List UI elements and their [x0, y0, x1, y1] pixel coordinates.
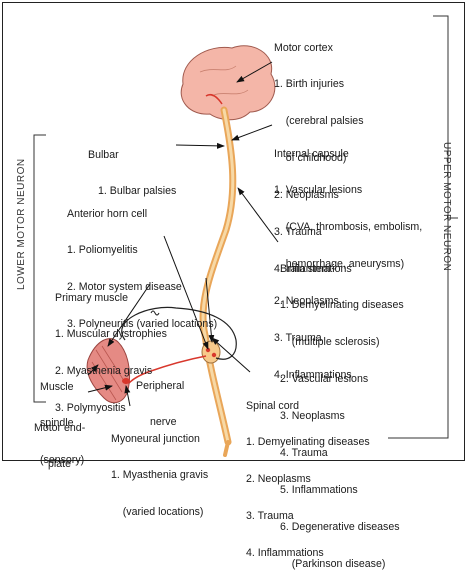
spinal-cord-label: Spinal cord 1. Demyelinating diseases 2.… — [246, 375, 370, 572]
bulbar-title: Bulbar — [88, 149, 176, 161]
spinal-cord-item-1: 1. Demyelinating diseases — [246, 436, 370, 448]
peripheral-nerve-line-1: Peripheral — [136, 380, 184, 392]
primary-muscle-title: Primary muscle — [43, 292, 167, 304]
internal-capsule-item-1: 1. Vascular lesions — [274, 184, 422, 196]
spinal-cord-item-3: 3. Trauma — [246, 510, 370, 522]
spinal-segment — [202, 341, 220, 363]
motor-cortex-item-1: 1. Birth injuries — [274, 78, 364, 90]
motor-cortex-brain — [181, 46, 275, 120]
motor-end-plate-line-2: plate — [34, 458, 85, 470]
brain-stem-item-1: 1. Demyelinating diseases — [280, 299, 404, 311]
brain-stem-title: Brain stem — [280, 263, 404, 275]
myoneural-junction-item-1: 1. Myasthenia gravis — [111, 469, 208, 481]
myoneural-junction-label: Myoneural junction 1. Myasthenia gravis … — [111, 408, 208, 531]
upper-motor-neuron-label: UPPER MOTOR NEURON — [441, 142, 452, 271]
motor-end-plate-label: Motor end- plate — [34, 397, 85, 483]
motor-end-plate-line-1: Motor end- — [34, 422, 85, 434]
lower-motor-neuron-label: LOWER MOTOR NEURON — [16, 158, 27, 290]
internal-capsule-item-2: (CVA, thrombosis, embolism, — [274, 221, 422, 233]
myoneural-junction-item-2: (varied locations) — [111, 506, 208, 518]
spinal-cord-title: Spinal cord — [246, 400, 370, 412]
motor-cortex-title: Motor cortex — [274, 42, 364, 54]
brain-stem-item-2: (multiple sclerosis) — [280, 336, 404, 348]
primary-muscle-item-1: 1. Muscular dystrophies — [43, 328, 167, 340]
anterior-horn-item-1: 1. Poliomyelitis — [67, 244, 217, 256]
internal-capsule-title: Internal capsule — [274, 148, 422, 160]
muscle-spindle-line-1: Muscle — [40, 381, 84, 393]
anterior-horn-title: Anterior horn cell — [67, 208, 217, 220]
spinal-cord-item-2: 2. Neoplasms — [246, 473, 370, 485]
myoneural-junction-title: Myoneural junction — [111, 433, 208, 445]
spinal-cord-item-4: 4. Inflammations — [246, 547, 370, 559]
